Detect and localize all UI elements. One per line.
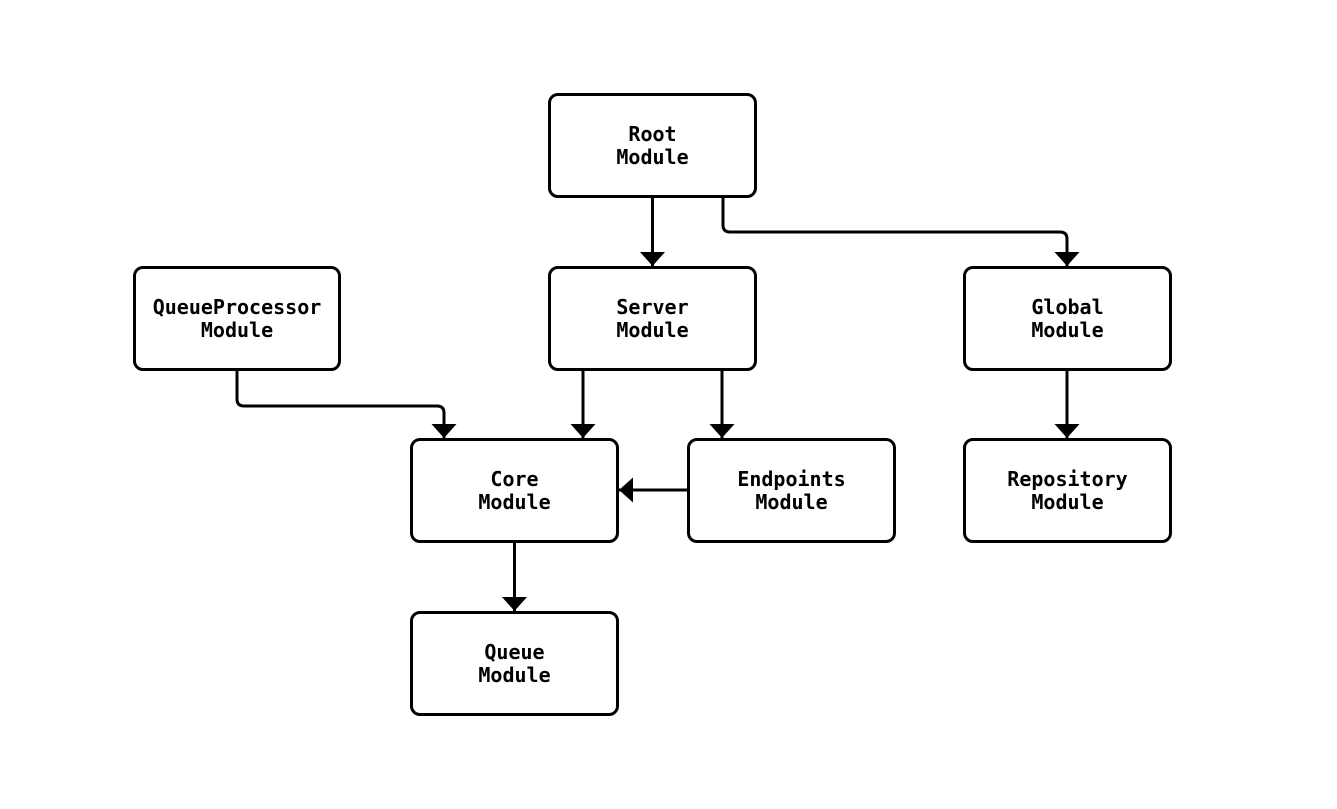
node-label: Queue Module [478,639,551,687]
node-server-module: Server Module [548,266,757,371]
node-label: Global Module [1031,294,1104,342]
node-global-module: Global Module [963,266,1172,371]
node-repository-module: Repository Module [963,438,1172,543]
node-label: QueueProcessor Module [152,294,322,342]
node-label: Repository Module [1007,466,1128,514]
node-queue-module: Queue Module [410,611,619,716]
node-root-module: Root Module [548,93,757,198]
node-core-module: Core Module [410,438,619,543]
edge-queueprocessor-to-core [235,371,457,438]
node-label: Server Module [616,294,689,342]
node-label: Endpoints Module [737,466,846,514]
node-label: Core Module [478,466,551,514]
node-endpoints-module: Endpoints Module [687,438,896,543]
node-label: Root Module [616,121,689,169]
edge-root-to-global [721,198,1080,266]
edge-paths [235,198,1080,611]
node-queueprocessor-module: QueueProcessor Module [133,266,341,371]
